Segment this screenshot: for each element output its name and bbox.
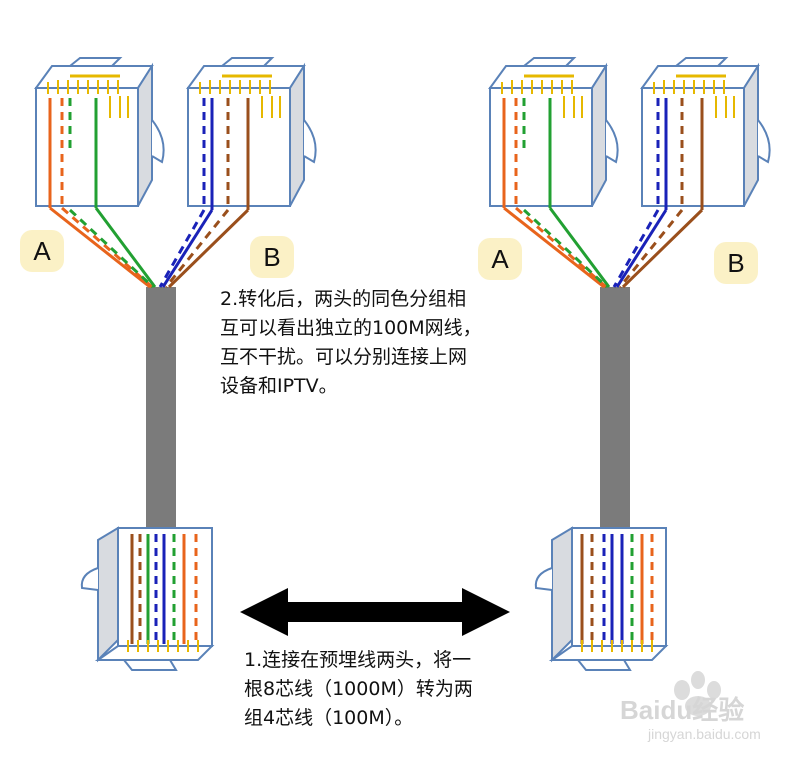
right-plug-b-wires [612,208,704,289]
label-right-a: A [478,238,522,280]
left-plug-b [186,56,318,210]
right-plug-a-wires [503,206,611,289]
double-arrow [240,588,510,636]
left-cable [146,287,176,535]
label-right-b: B [714,242,758,284]
right-bottom-plug [534,526,669,671]
right-plug-b [640,56,772,210]
left-plug-a [34,56,166,208]
note-top: 2.转化后，两头的同色分组相 互可以看出独立的100M网线， 互不干扰。可以分别… [220,288,482,397]
label-left-b: B [250,236,294,278]
left-plug-a-wires [49,206,157,289]
right-cable [600,287,630,535]
left-plug-b-wires [158,208,250,289]
right-plug-a [488,56,620,208]
note-bottom: 1.连接在预埋线两头，将一 根8芯线（1000M）转为两 组4芯线（100M）。 [244,649,473,729]
left-bottom-plug [80,526,215,671]
label-left-a: A [20,230,64,272]
baidu-paw-icon [674,671,721,716]
watermark-url: jingyan.baidu.com [648,726,761,742]
watermark-brand: Baidu经验 [620,695,745,725]
